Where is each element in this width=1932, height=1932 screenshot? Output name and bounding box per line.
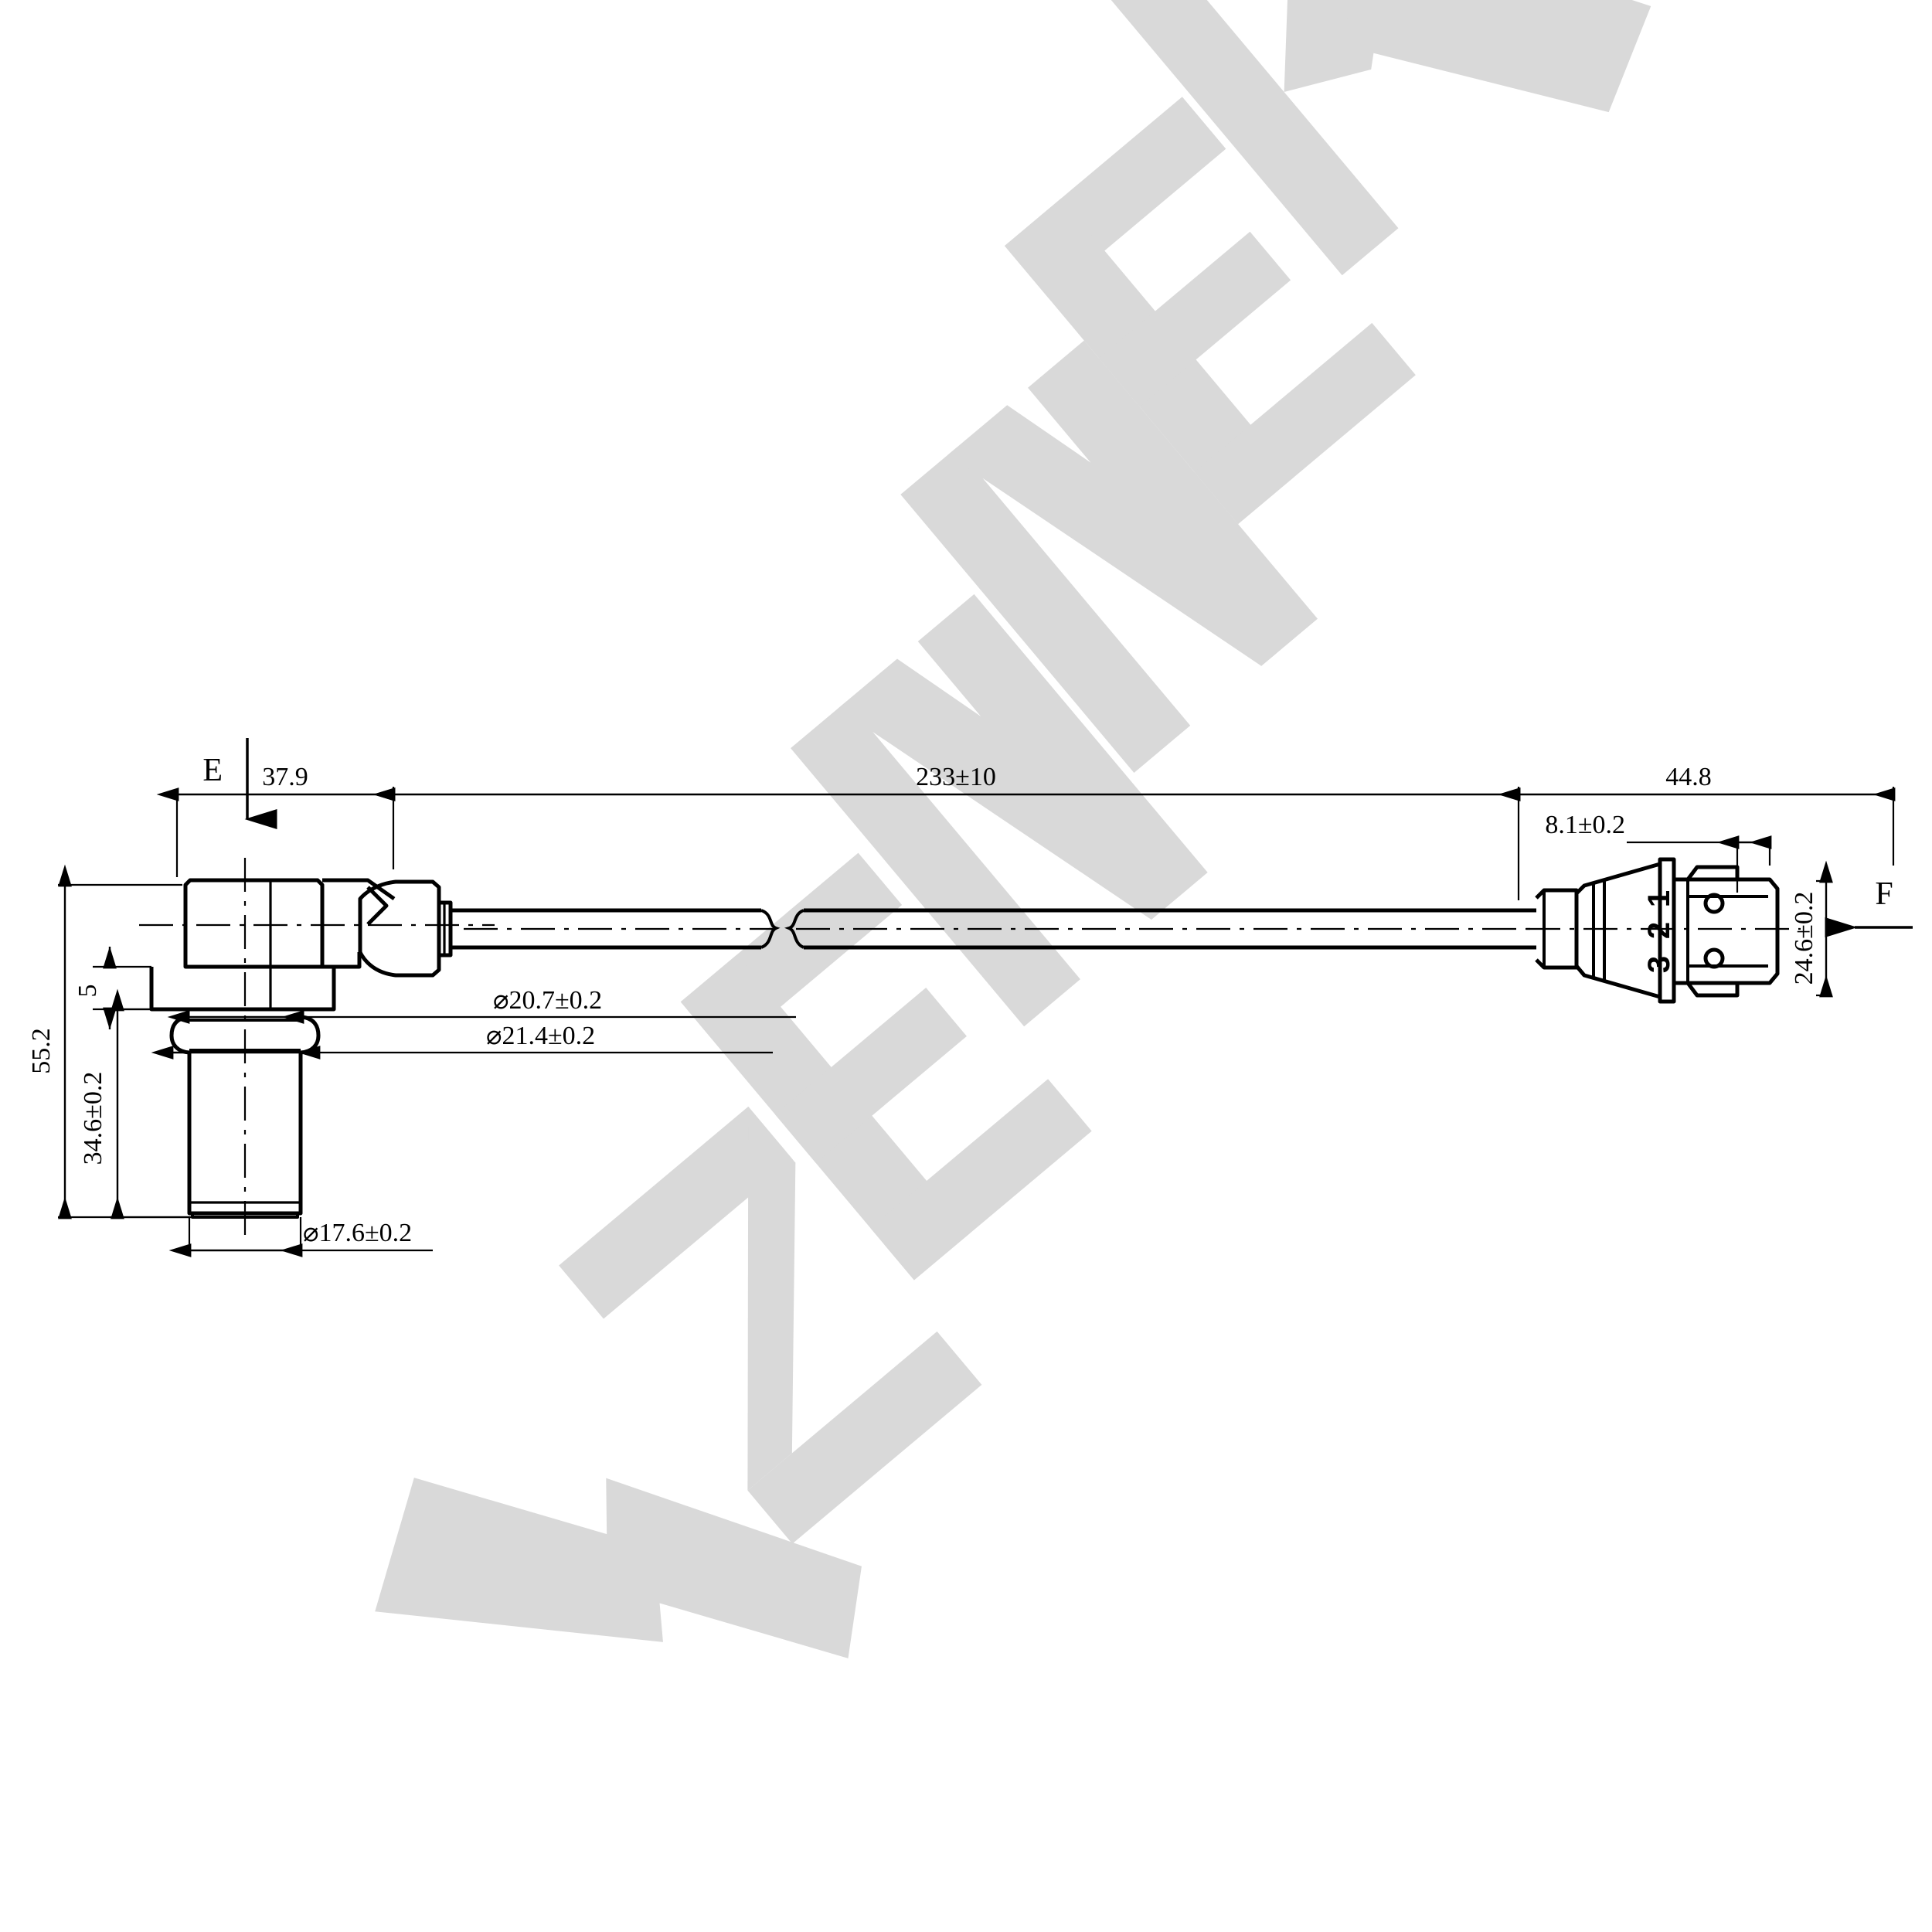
view-arrow-e: E [202, 738, 277, 829]
view-label-f: F [1875, 876, 1893, 912]
dim-oring-diameter: ⌀21.4±0.2 [486, 1022, 595, 1050]
dim-overall-height-line [58, 864, 193, 1219]
connector-pin-1: 1 [1642, 890, 1676, 907]
connector-pin-2: 2 [1642, 922, 1676, 939]
dim-connector-height: 24.6±0.2 [1790, 892, 1818, 985]
cable [451, 908, 1536, 950]
dim-probe-length-line [110, 988, 193, 1219]
dim-connector-face-depth: 8.1±0.2 [1545, 811, 1625, 839]
dim-sensor-head-length: 37.9 [262, 763, 308, 791]
dim-connector-face-depth-line [1627, 835, 1772, 893]
connector-assembly [1535, 857, 1780, 1004]
top-dimension-chain [156, 787, 1896, 900]
dim-probe-diameter-line [168, 1217, 433, 1257]
dim-probe-diameter: ⌀17.6±0.2 [303, 1219, 412, 1247]
sensor-centerlines [139, 858, 495, 1236]
watermark-zennek [375, 0, 1651, 1658]
dim-connector-length: 44.8 [1665, 763, 1712, 791]
view-label-e: E [202, 753, 223, 788]
dim-cable-length: 233±10 [916, 763, 996, 791]
connector-pin-3: 3 [1642, 956, 1676, 973]
dim-connector-height-line [1816, 860, 1833, 998]
dim-flange-thickness: 5 [73, 985, 102, 998]
dim-probe-length: 34.6±0.2 [79, 1072, 107, 1165]
dim-overall-height: 55.2 [27, 1028, 56, 1074]
dim-flange-diameter: ⌀20.7±0.2 [493, 986, 602, 1015]
sensor-head-assembly [149, 878, 453, 1219]
view-arrow-f: F [1825, 876, 1913, 937]
